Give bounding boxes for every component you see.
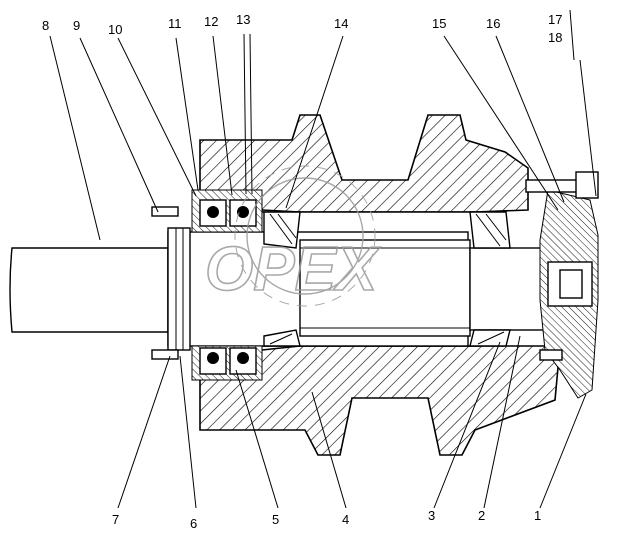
end-cover-plug-inner bbox=[559, 269, 583, 299]
callout-10: 10 bbox=[108, 22, 122, 37]
callout-17: 17 bbox=[548, 12, 562, 27]
shaft bbox=[9, 247, 169, 333]
bearing-right-upper bbox=[469, 211, 511, 249]
o-ring-upper-2 bbox=[237, 206, 249, 218]
callout-16: 16 bbox=[486, 16, 500, 31]
o-ring-lower bbox=[207, 352, 219, 364]
callout-1: 1 bbox=[534, 508, 541, 523]
watermark-text: OPEX bbox=[205, 235, 381, 304]
callout-3: 3 bbox=[428, 508, 435, 523]
callout-2: 2 bbox=[478, 508, 485, 523]
collar-left bbox=[167, 227, 191, 351]
callout-7: 7 bbox=[112, 512, 119, 527]
callout-8: 8 bbox=[42, 18, 49, 33]
callout-9: 9 bbox=[73, 18, 80, 33]
callout-4: 4 bbox=[342, 512, 349, 527]
callout-18: 18 bbox=[548, 30, 562, 45]
shaft-center-section bbox=[299, 239, 471, 337]
callout-5: 5 bbox=[272, 512, 279, 527]
leader-lines bbox=[49, 9, 597, 509]
callout-13: 13 bbox=[236, 12, 250, 27]
callout-11: 11 bbox=[168, 16, 182, 31]
bolt-upper bbox=[525, 179, 579, 193]
pin-lower-left bbox=[151, 349, 179, 360]
callout-15: 15 bbox=[432, 16, 446, 31]
bolt-lower bbox=[539, 349, 563, 361]
callout-14: 14 bbox=[334, 16, 348, 31]
callout-12: 12 bbox=[204, 14, 218, 29]
bolt-head-upper bbox=[575, 171, 599, 199]
pin-upper-left bbox=[151, 206, 179, 217]
watermark: OPEX bbox=[204, 165, 382, 307]
o-ring-upper bbox=[207, 206, 219, 218]
shaft-end-right bbox=[469, 247, 551, 331]
callout-6: 6 bbox=[190, 516, 197, 531]
o-ring-lower-2 bbox=[237, 352, 249, 364]
